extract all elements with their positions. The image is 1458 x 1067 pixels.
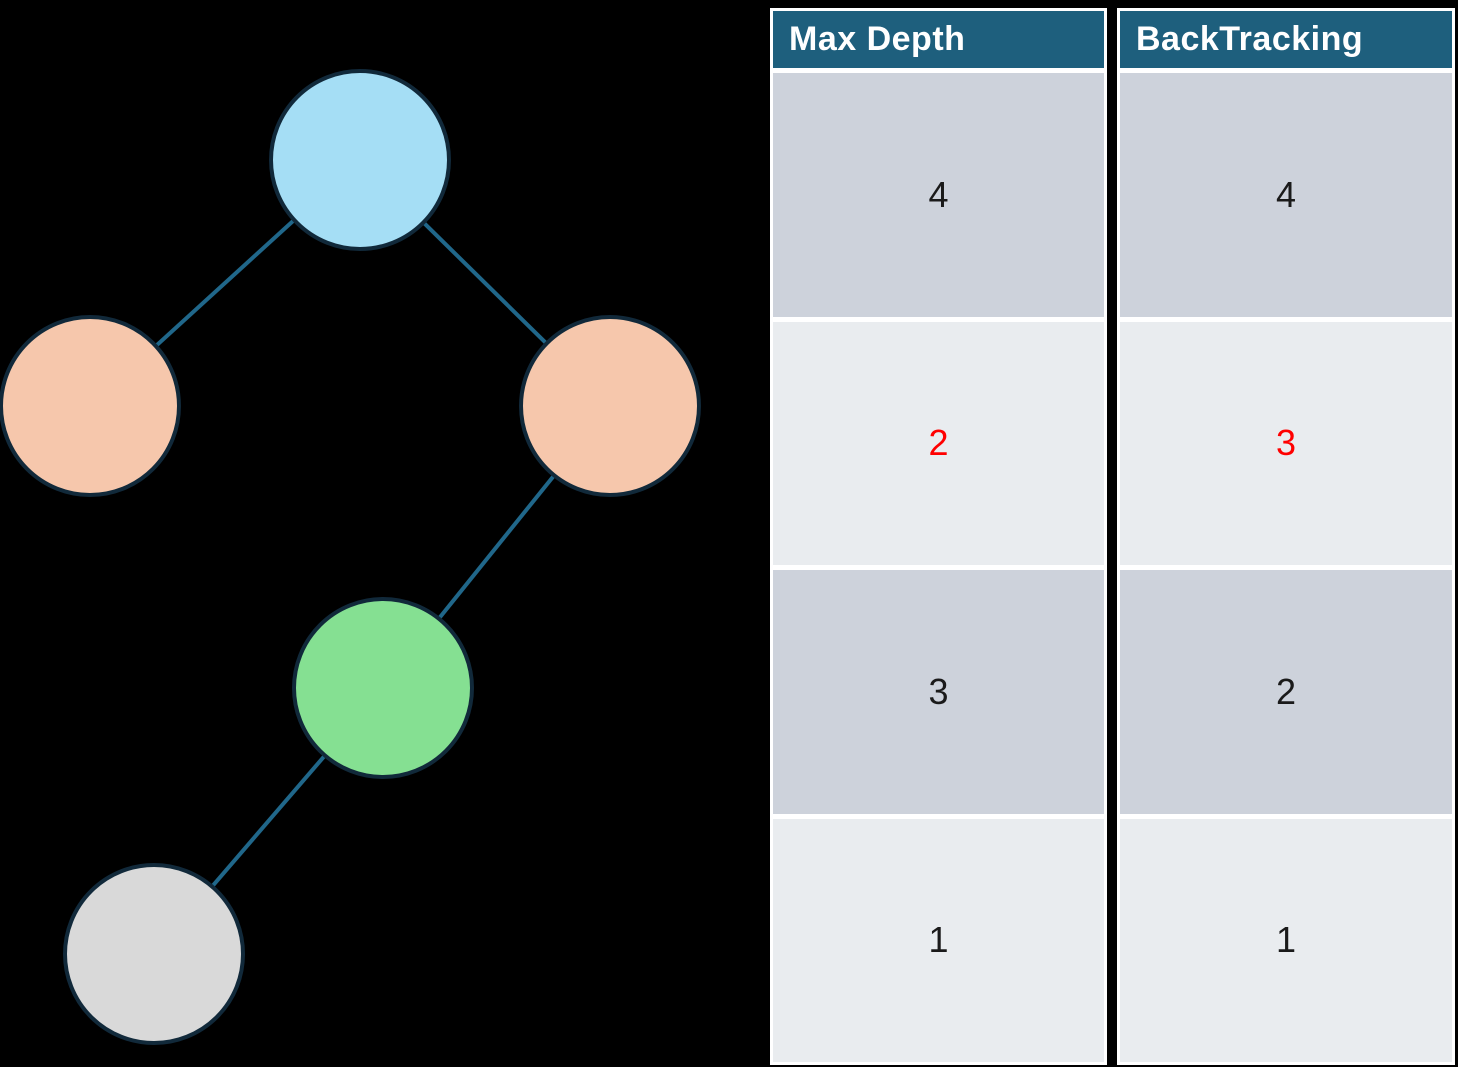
backtracking-table-header: BackTracking bbox=[1120, 11, 1452, 68]
left-child-node bbox=[0, 315, 181, 497]
backtracking-row-4: 1 bbox=[1120, 818, 1452, 1062]
root-node bbox=[269, 69, 451, 251]
maxdepth-row-1: 4 bbox=[773, 73, 1104, 317]
maxdepth-row-3: 3 bbox=[773, 570, 1104, 814]
backtracking-row-2-highlighted: 3 bbox=[1120, 321, 1452, 565]
maxdepth-row-2-highlighted: 2 bbox=[773, 321, 1104, 565]
maxdepth-table-header: Max Depth bbox=[773, 11, 1104, 68]
backtracking-row-1: 4 bbox=[1120, 73, 1452, 317]
great-grandchild-node bbox=[63, 863, 245, 1045]
right-grandchild-node bbox=[292, 597, 474, 779]
binary-tree-diagram bbox=[0, 69, 701, 1045]
right-child-node bbox=[519, 315, 701, 497]
backtracking-row-3: 2 bbox=[1120, 570, 1452, 814]
maxdepth-row-4: 1 bbox=[773, 818, 1104, 1062]
